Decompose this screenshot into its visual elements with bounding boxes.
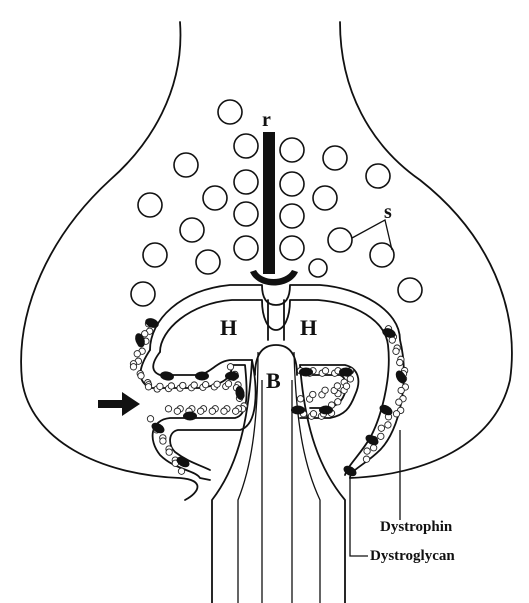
- label-b: B: [266, 368, 281, 393]
- dystrophin-bead: [393, 411, 399, 417]
- dystrophin-bead: [364, 448, 370, 454]
- synaptic-vesicle: [131, 282, 155, 306]
- dystroglycan-blob: [183, 412, 197, 421]
- dystroglycan-blob: [144, 316, 160, 329]
- dystrophin-bead: [322, 368, 328, 374]
- vesicles: [131, 100, 422, 306]
- dystrophin-bead: [310, 411, 316, 417]
- synaptic-vesicle: [138, 193, 162, 217]
- dystroglycan-blob: [299, 368, 313, 377]
- synaptic-vesicle: [234, 202, 258, 226]
- dystrophin-bead: [396, 399, 402, 405]
- synaptic-vesicle: [280, 172, 304, 196]
- dystroglycan-blob: [291, 406, 305, 415]
- synaptic-vesicle: [366, 164, 390, 188]
- dystrophin-bead: [202, 381, 208, 387]
- dystrophin-bead: [378, 425, 384, 431]
- dystrophin-bead: [297, 396, 303, 402]
- dystrophin-bead: [191, 382, 197, 388]
- label-r: r: [262, 109, 271, 131]
- dystroglycan-blob: [339, 368, 353, 377]
- dystrophin-bead: [334, 383, 340, 389]
- synaptic-vesicle: [280, 236, 304, 260]
- dystrophin-bead: [227, 364, 233, 370]
- synaptic-vesicle: [328, 228, 352, 252]
- synaptic-vesicle: [398, 278, 422, 302]
- dystrophin-bead: [174, 408, 180, 414]
- dystrophin-bead: [398, 387, 404, 393]
- stalk-right-inner: [294, 352, 320, 603]
- synaptic-vesicle: [174, 153, 198, 177]
- dystroglycan-blob: [319, 406, 333, 415]
- dystrophin-bead: [363, 456, 369, 462]
- dystrophin-bead: [180, 382, 186, 388]
- dystrophin-bead: [157, 383, 163, 389]
- synaptic-vesicle: [143, 243, 167, 267]
- dystrophin-bead: [160, 438, 166, 444]
- terminal-outline-right: [340, 22, 512, 478]
- dystrophin-bead: [145, 384, 151, 390]
- dystrophin-bead: [214, 381, 220, 387]
- synaptic-vesicle: [323, 146, 347, 170]
- label-s: s: [384, 201, 392, 223]
- dystrophin-bead: [370, 445, 376, 451]
- terminal-outline: [21, 22, 197, 500]
- dystrophin-bead: [232, 408, 238, 414]
- dystroglycan-blob: [195, 372, 209, 381]
- dystrophin-bead: [397, 359, 403, 365]
- dystrophin-bead: [322, 387, 328, 393]
- dystrophin-bead: [130, 364, 136, 370]
- synaptic-vesicle: [280, 138, 304, 162]
- bead-chains: [130, 316, 408, 478]
- label-h-right: H: [300, 315, 317, 340]
- synaptic-vesicle: [280, 204, 304, 228]
- dystrophin-bead: [178, 468, 184, 474]
- dystrophin-bead: [310, 391, 316, 397]
- dystrophin-bead: [385, 422, 391, 428]
- dystrophin-bead: [166, 449, 172, 455]
- dystrophin-bead: [147, 416, 153, 422]
- dystrophin-bead: [134, 351, 140, 357]
- dystrophin-bead: [209, 408, 215, 414]
- dystrophin-bead: [347, 376, 353, 382]
- synaptic-vesicle: [196, 250, 220, 274]
- dystrophin-bead: [225, 381, 231, 387]
- arrow-icon: [98, 392, 140, 416]
- synaptic-vesicle: [234, 236, 258, 260]
- synaptic-vesicle: [180, 218, 204, 242]
- dystrophin-bead: [138, 373, 144, 379]
- label-dystrophin: Dystrophin: [380, 519, 453, 535]
- ribbon-rod: [263, 132, 275, 274]
- synaptic-vesicle: [370, 243, 394, 267]
- dystrophin-bead: [168, 383, 174, 389]
- dystrophin-bead: [378, 433, 384, 439]
- dystrophin-bead: [393, 348, 399, 354]
- dystrophin-bead: [221, 408, 227, 414]
- dystrophin-bead: [165, 406, 171, 412]
- synaptic-vesicle: [203, 186, 227, 210]
- dystroglycan-blob: [225, 372, 239, 381]
- synaptic-vesicle: [218, 100, 242, 124]
- label-h-left: H: [220, 315, 237, 340]
- synaptic-vesicle: [234, 170, 258, 194]
- dystroglycan-blob: [159, 370, 174, 381]
- synaptic-vesicle: [313, 186, 337, 210]
- dystrophin-bead: [197, 408, 203, 414]
- dystrophin-bead: [335, 399, 341, 405]
- synaptic-vesicle: [234, 134, 258, 158]
- h-divider: [268, 300, 284, 340]
- dystroglycan-leader: [350, 478, 368, 556]
- dystrophin-bead: [343, 383, 349, 389]
- docking-vesicle: [309, 259, 327, 277]
- label-dystroglycan: Dystroglycan: [370, 548, 455, 564]
